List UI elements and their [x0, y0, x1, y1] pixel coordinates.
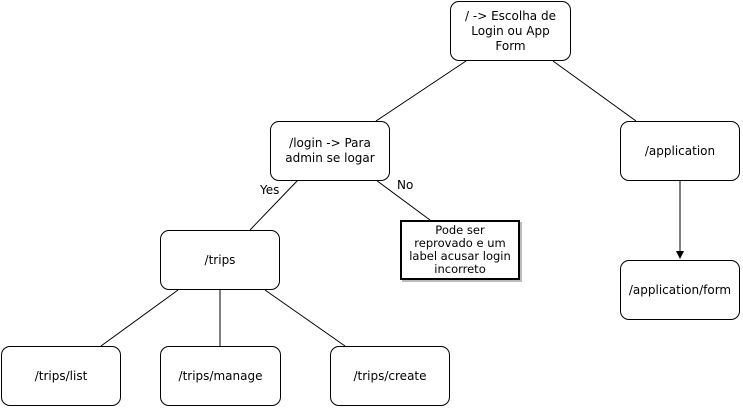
trips-node: /trips [160, 230, 280, 290]
trips-create-node: /trips/create [330, 346, 450, 406]
trips-manage-node: /trips/manage [160, 346, 281, 406]
application-node: /application [620, 121, 740, 181]
root-node: / -> Escolha de Login ou App Form [450, 1, 571, 61]
application-form-node: /application/form [620, 260, 740, 320]
edge-root-login [375, 60, 467, 122]
edge-trips-create [264, 289, 346, 347]
edge-login-fail [375, 179, 431, 221]
edge-login-trips [249, 179, 299, 231]
login-node: /login -> Para admin se logar [270, 121, 390, 181]
trips-list-node: /trips/list [1, 346, 121, 406]
edge-trips-list [100, 289, 179, 347]
login-failure-note: Pode ser reprovado e um label acusar log… [400, 220, 520, 280]
edge-label-no: No [396, 178, 415, 192]
edge-label-yes: Yes [259, 183, 281, 197]
edge-root-application [552, 60, 637, 122]
